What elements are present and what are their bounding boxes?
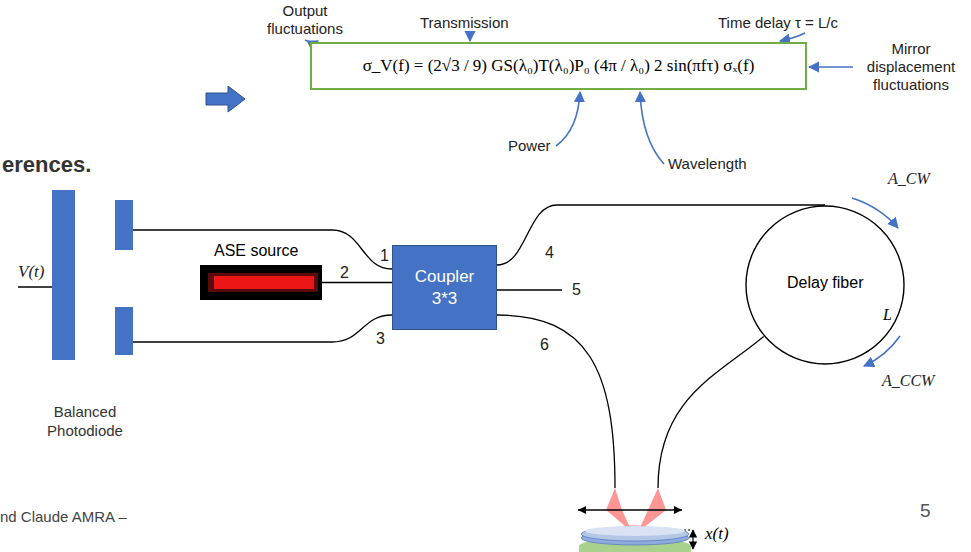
optical-fiber [133, 230, 392, 269]
wave-name: A_CCW [882, 372, 934, 390]
signal-wire [18, 286, 52, 287]
formula-box: σ_V(f) = (2√3 / 9) GS(λ₀)T(λ₀)P₀ (4π / λ… [310, 42, 807, 90]
loop-label: Delay fiber [787, 273, 863, 292]
optical-fiber [133, 315, 392, 342]
mirror-assembly-shape [570, 488, 690, 552]
device-label: ASE source [214, 241, 344, 260]
annotation: Mirror displacement fluctuations [858, 40, 964, 94]
displacement-symbol: x(t) [705, 524, 729, 543]
optical-fiber [497, 315, 615, 488]
balanced-photodiode: Balanced Photodiode [52, 190, 133, 360]
mirror-assembly: x(t) [570, 488, 690, 552]
optical-fiber [497, 205, 825, 265]
coupler-box: Coupler 3*3 [392, 245, 497, 330]
cut-heading: erences. [2, 152, 91, 178]
ase-source-shape [200, 265, 322, 300]
balanced-photodiode-shape [52, 190, 133, 360]
annotation: Time delay τ = L/c [718, 14, 838, 32]
optical-fiber [322, 282, 392, 283]
length-symbol: L [883, 305, 892, 324]
port-number: 6 [540, 336, 549, 354]
footer-text: nd Claude AMRA – [0, 508, 127, 526]
leader-arrow [780, 33, 805, 41]
port-number: 2 [340, 264, 349, 282]
ase-source: ASE source [200, 265, 322, 300]
delay-fiber-loop: Delay fiberL [745, 205, 905, 365]
coupler-label: Coupler 3*3 [409, 266, 481, 310]
port-number: 3 [376, 330, 385, 348]
annotation: Transmission [420, 14, 509, 32]
leader-arrow [556, 92, 580, 146]
leader-arrow [809, 66, 853, 68]
port-number: 4 [545, 244, 554, 262]
port-stub [497, 289, 562, 290]
signal-name: V(t) [18, 262, 44, 282]
block-arrow [206, 86, 245, 112]
displacement-arrow [692, 530, 693, 549]
port-number: 1 [380, 247, 389, 265]
formula: σ_V(f) = (2√3 / 9) GS(λ₀)T(λ₀)P₀ (4π / λ… [363, 56, 755, 76]
device-label: Balanced Photodiode [30, 402, 140, 440]
leader-arrow [469, 34, 471, 41]
leader-arrow [640, 92, 664, 164]
annotation: Wavelength [668, 155, 747, 173]
annotation: Power [508, 137, 551, 155]
optical-fiber [658, 336, 764, 488]
page-number: 5 [920, 500, 931, 522]
annotation: Output fluctuations [255, 2, 355, 38]
wave-name: A_CW [888, 170, 930, 188]
port-number: 5 [572, 281, 581, 299]
